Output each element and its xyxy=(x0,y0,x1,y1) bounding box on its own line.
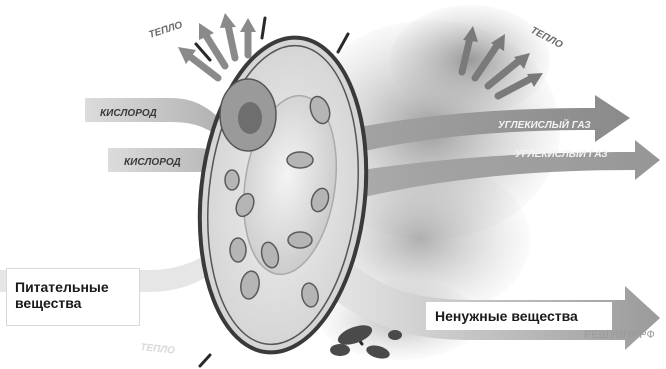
heat-label-left: ТЕПЛО xyxy=(148,20,185,41)
faint-heat-label: ТЕПЛО xyxy=(140,342,176,357)
co2-label-bottom: УГЛЕКИСЛЫЙ ГАЗ xyxy=(515,147,608,160)
nutrients-box: Питательные вещества xyxy=(6,268,140,326)
watermark: РЕШУВПР.РФ xyxy=(584,329,655,341)
waste-label: Ненужные вещества xyxy=(435,308,578,324)
co2-label-top: УГЛЕКИСЛЫЙ ГАЗ xyxy=(498,118,591,131)
oxygen-label-top: КИСЛОРОД xyxy=(100,108,157,119)
nutrients-label-line1: Питательные xyxy=(15,279,109,295)
oxygen-label-bottom: КИСЛОРОД xyxy=(124,157,181,168)
nutrients-label-line2: вещества xyxy=(15,295,109,311)
waste-box: Ненужные вещества xyxy=(426,302,612,330)
